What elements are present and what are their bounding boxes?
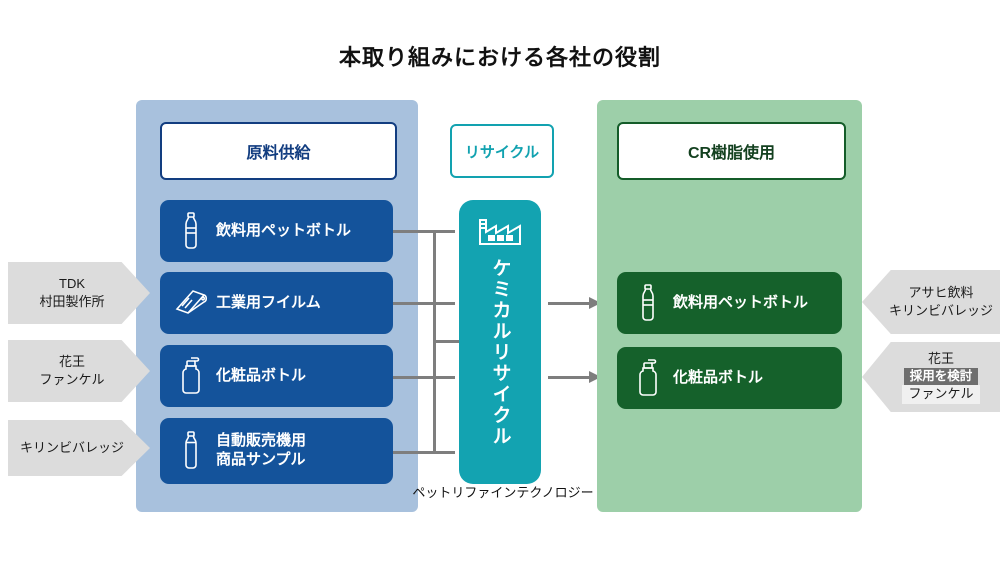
supply-item-industrial-film[interactable]: 工業用フイルム [160,272,393,334]
pump-bottle-icon [625,357,671,399]
chemical-recycle-column[interactable]: ケミカルリサイクル [459,200,541,484]
user-label-line3: ファンケル [902,385,980,404]
user-label-line1: 花王 [927,351,954,367]
arrow-to-green-pet [548,297,601,309]
supplier-chevron-tdk-murata: TDK 村田製作所 [8,262,150,324]
supply-item-vending-sample[interactable]: 自動販売機用 商品サンプル [160,418,393,484]
chemical-recycle-label: ケミカルリサイクル [489,258,511,447]
arrow-to-green-cosme [548,371,601,383]
pet-bottle-icon [625,283,671,323]
film-roll-icon [168,287,214,319]
pet-refine-technology-caption: ペットリファインテクノロジー [412,485,594,500]
factory-icon [474,210,526,252]
usage-item-label: 化粧品ボトル [673,368,764,386]
supply-item-pet-bottle[interactable]: 飲料用ペットボトル [160,200,393,262]
user-chevron-kao-fancl: 花王 採用を検討 ファンケル [862,342,1000,412]
sample-bottle-icon [168,430,214,472]
connector-pet [393,230,455,233]
user-label-line1: アサヒ飲料 [908,285,974,301]
supplier-label-line2: ファンケル [39,372,105,387]
supplier-label-line2: 村田製作所 [39,294,105,309]
connector-cosme [393,376,455,379]
supply-item-label: 化粧品ボトル [216,366,307,384]
user-label-line2: キリンビバレッジ [888,303,993,318]
supplier-chevron-kao-fancl: 花王 ファンケル [8,340,150,402]
supplier-chevron-kirin-beverage: キリンビバレッジ [8,420,150,476]
supply-item-label: 工業用フイルム [216,293,321,311]
supply-panel-header: 原料供給 [160,122,397,180]
user-chevron-asahi-kirin: アサヒ飲料 キリンビバレッジ [862,270,1000,334]
supplier-label-line1: TDK [59,276,85,292]
supply-item-label: 飲料用ペットボトル [216,221,352,239]
supply-item-label-line1: 自動販売機用 [216,432,307,450]
usage-item-cosmetic-bottle[interactable]: 化粧品ボトル [617,347,842,409]
usage-item-pet-bottle[interactable]: 飲料用ペットボトル [617,272,842,334]
usage-panel-header: CR樹脂使用 [617,122,846,180]
connector-bus-to-recycle [433,340,463,343]
recycle-header: リサイクル [450,124,554,178]
pump-bottle-icon [168,355,214,397]
connector-sample [393,451,455,454]
supplier-label-line1: 花王 [58,354,85,370]
usage-item-label: 飲料用ペットボトル [673,293,809,311]
supplier-label-line1: キリンビバレッジ [19,440,124,456]
pet-bottle-icon [168,211,214,251]
status-badge-considering: 採用を検討 [903,367,979,386]
page-title: 本取り組みにおける各社の役割 [338,45,661,70]
supply-item-cosmetic-bottle[interactable]: 化粧品ボトル [160,345,393,407]
connector-film [393,302,455,305]
supply-item-label-line2: 商品サンプル [216,451,306,468]
